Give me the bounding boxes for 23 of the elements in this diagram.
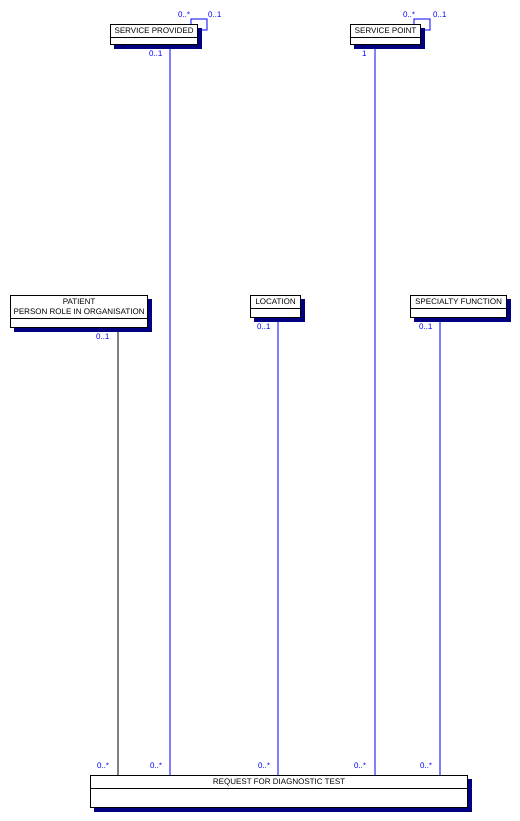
multiplicity-label: 0..1: [149, 49, 162, 58]
entity-name: SERVICE POINT: [354, 26, 418, 36]
multiplicity-label: 0..*: [354, 761, 366, 770]
association-line: [414, 18, 430, 30]
entity-name: SERVICE PROVIDED: [114, 26, 194, 36]
entity-name: PATIENT: [62, 297, 96, 307]
multiplicity-label: 0..1: [96, 332, 110, 341]
entity-name: SPECIALTY FUNCTION: [414, 297, 503, 307]
multiplicity-label: 0..1: [257, 322, 270, 331]
entity-name: REQUEST FOR DIAGNOSTIC TEST: [212, 777, 346, 787]
multiplicity-label: 0..1: [433, 10, 446, 19]
entity-name: PERSON ROLE IN ORGANISATION: [13, 307, 145, 317]
entity-name: LOCATION: [254, 297, 297, 307]
multiplicity-label: 0..*: [258, 761, 270, 770]
multiplicity-label: 0..1: [208, 10, 222, 19]
multiplicity-label: 0..*: [178, 10, 190, 19]
multiplicity-label: 0..*: [150, 761, 162, 770]
multiplicity-label: 0..*: [97, 761, 110, 770]
association-line: [190, 18, 208, 30]
multiplicity-label: 0..1: [419, 322, 432, 331]
multiplicity-label: 0..*: [403, 10, 416, 19]
multiplicity-label: 1: [362, 49, 366, 58]
multiplicity-label: 0..*: [420, 761, 432, 770]
